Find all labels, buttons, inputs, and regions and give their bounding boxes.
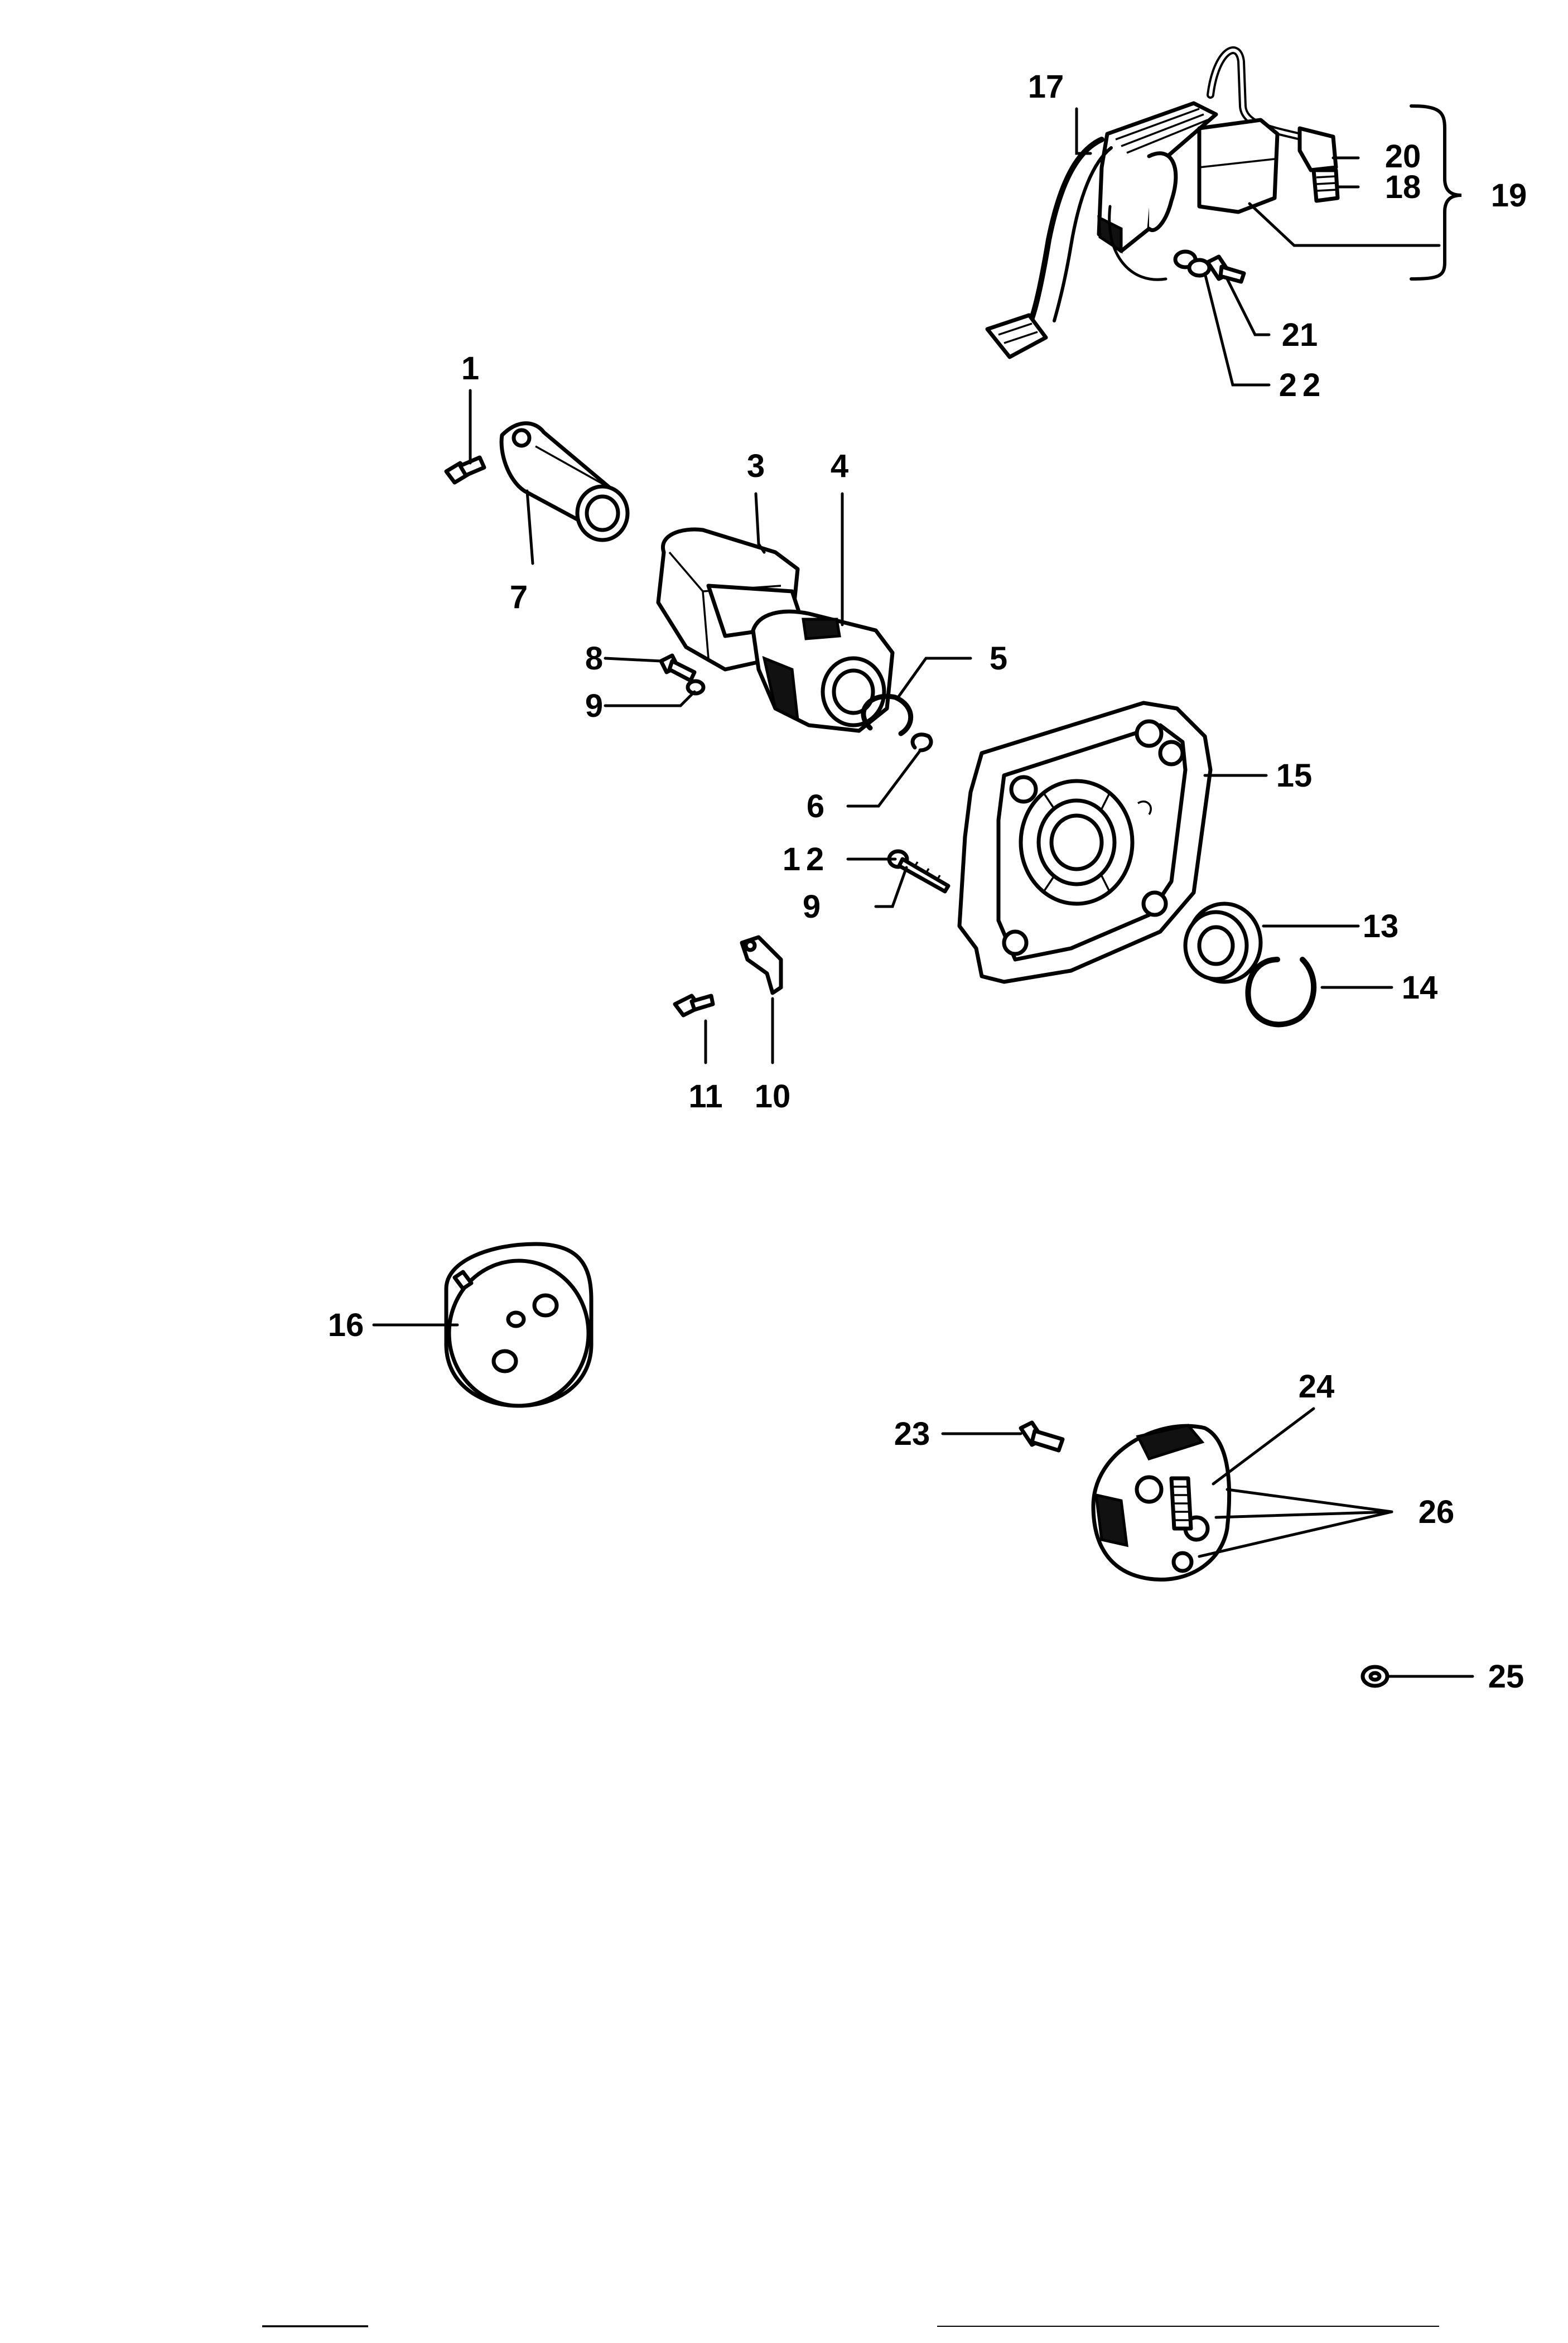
switch-tube-assembly (444, 421, 630, 542)
callout-11: 11 (688, 1078, 722, 1115)
circlip-14 (1245, 957, 1316, 1028)
circlip-6 (910, 732, 933, 753)
fan-housing-assembly (656, 527, 914, 736)
callout-1: 1 (461, 350, 479, 387)
callout-8: 8 (585, 640, 603, 677)
callout-14: 14 (1402, 970, 1438, 1006)
callout-26: 26 (1419, 1494, 1455, 1530)
callout-10: 10 (755, 1078, 791, 1115)
screw-12 (887, 849, 951, 894)
callout-23: 23 (894, 1416, 930, 1452)
callout-labels: 1 3 4 5 6 7 8 9 9 10 11 12 13 14 15 16 1… (328, 69, 1527, 1695)
screw-11 (673, 994, 715, 1018)
ignition-coil-assembly (985, 46, 1340, 359)
callout-19: 19 (1491, 177, 1527, 214)
callout-18: 18 (1385, 169, 1421, 205)
clutch-assembly (1019, 1420, 1232, 1582)
callout-16: 16 (328, 1307, 364, 1343)
callout-22: 22 (1279, 367, 1326, 403)
bearing-13 (1183, 901, 1263, 984)
housing-screws (659, 653, 706, 696)
callout-15: 15 (1276, 758, 1313, 794)
clutch-drum-16 (444, 1242, 594, 1408)
callout-20: 20 (1385, 138, 1421, 175)
washer-25 (1360, 1665, 1390, 1688)
callout-13: 13 (1363, 908, 1399, 944)
leader-lines (372, 107, 1474, 1678)
callout-24: 24 (1299, 1368, 1335, 1405)
bracket-19 (1410, 104, 1462, 281)
callout-3: 3 (747, 448, 765, 484)
callout-4: 4 (831, 448, 848, 484)
callout-5: 5 (990, 640, 1007, 677)
callout-21: 21 (1282, 317, 1318, 353)
callout-25: 25 (1488, 1659, 1524, 1695)
callout-17: 17 (1028, 69, 1064, 105)
callout-6: 6 (807, 788, 824, 825)
callout-7: 7 (510, 579, 528, 615)
crankcase-15 (957, 701, 1213, 984)
callout-12: 12 (783, 841, 830, 878)
callout-9a: 9 (585, 688, 603, 724)
callout-9b: 9 (803, 889, 821, 925)
